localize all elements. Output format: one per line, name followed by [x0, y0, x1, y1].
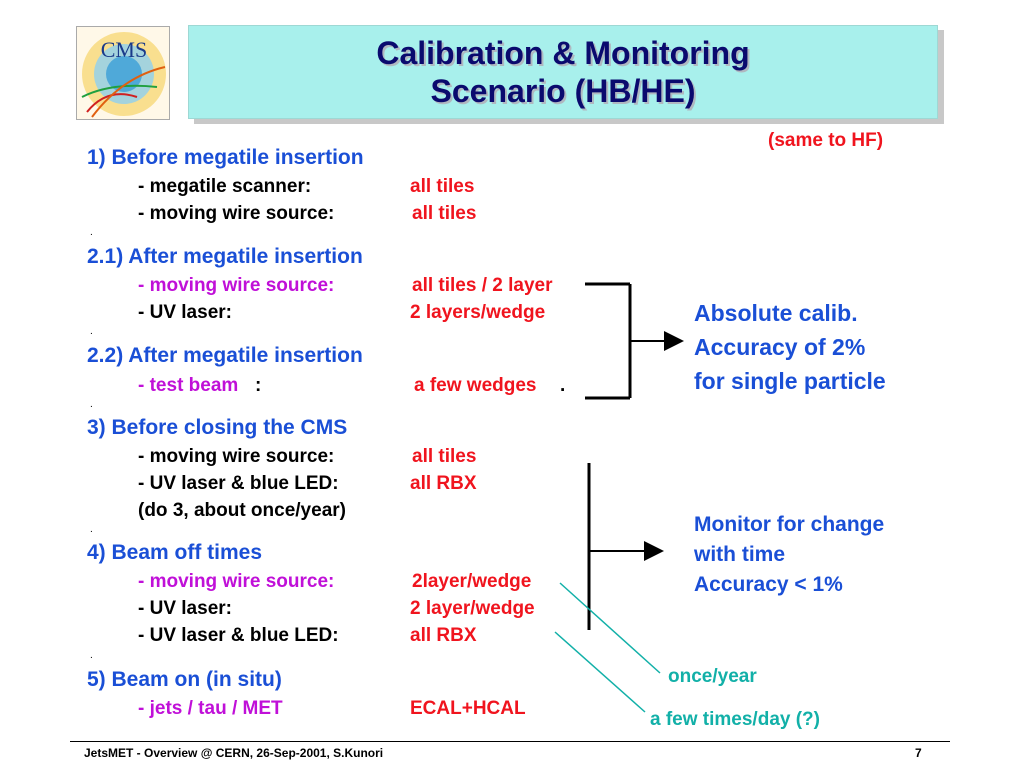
section-3-heading: 3) Before closing the CMS — [87, 416, 348, 439]
bracket-absolute-calib — [585, 282, 684, 400]
same-to-hf-note: (same to HF) — [768, 130, 884, 151]
absolute-calib-line-1: Absolute calib. — [694, 300, 858, 326]
separator-dot: . — [90, 326, 93, 337]
bracket-monitor — [587, 463, 664, 630]
s21-item-2-label: - UV laser: — [138, 302, 232, 323]
monitor-line-1: Monitor for change — [694, 513, 885, 536]
title-line-2: Scenario (HB/HE) — [430, 73, 696, 109]
s22-item-1-label: - test beam — [138, 375, 239, 396]
s3-item-1-label: - moving wire source: — [138, 446, 335, 467]
s1-item-2-value: all tiles — [412, 203, 477, 224]
separator-dot: . — [90, 399, 93, 410]
s4-item-1-value: 2layer/wedge — [412, 571, 532, 592]
absolute-calib-line-2: Accuracy of 2% — [694, 334, 866, 360]
title-line-1: Calibration & Monitoring — [376, 35, 750, 71]
s4-item-2-label: - UV laser: — [138, 598, 232, 619]
cms-logo-graphic: CMS — [77, 27, 169, 119]
absolute-calib-line-3: for single particle — [694, 368, 886, 394]
s3-item-2-value: all RBX — [410, 473, 477, 494]
s4-item-3-label: - UV laser & blue LED: — [138, 625, 339, 646]
footer-rule — [70, 741, 950, 742]
pointer-line-once-year — [559, 582, 661, 674]
separator-dot: . — [90, 650, 93, 661]
footer-text: JetsMET - Overview @ CERN, 26-Sep-2001, … — [84, 746, 384, 760]
s1-item-1-value: all tiles — [410, 176, 475, 197]
s3-item-2-label: - UV laser & blue LED: — [138, 473, 339, 494]
s21-item-1-label: - moving wire source: — [138, 275, 335, 296]
pointer-line-few-times-day — [554, 631, 646, 713]
s1-item-2-label: - moving wire source: — [138, 203, 335, 224]
s22-item-1-value: a few wedges — [414, 375, 537, 396]
s1-item-1-label: - megatile scanner: — [138, 176, 312, 197]
section-2-2-heading: 2.2) After megatile insertion — [87, 344, 363, 367]
separator-dot: . — [90, 524, 93, 535]
s5-item-1-label: - jets / tau / MET — [138, 698, 283, 719]
s21-item-2-value: 2 layers/wedge — [410, 302, 546, 323]
section-5-heading: 5) Beam on (in situ) — [87, 668, 282, 691]
separator-dot: . — [90, 227, 93, 238]
s3-item-1-value: all tiles — [412, 446, 477, 467]
monitor-line-2: with time — [694, 543, 786, 566]
s4-item-2-value: 2 layer/wedge — [410, 598, 535, 619]
s5-item-1-value: ECAL+HCAL — [410, 698, 526, 719]
title-box: Calibration & Monitoring Scenario (HB/HE… — [188, 25, 938, 119]
monitor-line-3: Accuracy < 1% — [694, 573, 843, 596]
section-2-1-heading: 2.1) After megatile insertion — [87, 245, 363, 268]
s4-item-3-value: all RBX — [410, 625, 477, 646]
s22-item-1-period: . — [560, 375, 566, 396]
logo-text: CMS — [101, 37, 147, 62]
section-1-heading: 1) Before megatile insertion — [87, 146, 364, 169]
s21-item-1-value: all tiles / 2 layer — [412, 275, 553, 296]
s22-item-1-colon: : — [255, 375, 262, 396]
section-4-heading: 4) Beam off times — [87, 541, 263, 564]
annotation-once-year: once/year — [668, 666, 757, 687]
cms-logo: CMS — [76, 26, 170, 120]
s3-item-3-label: (do 3, about once/year) — [138, 500, 346, 521]
s4-item-1-label: - moving wire source: — [138, 571, 335, 592]
annotation-few-times-day: a few times/day (?) — [650, 709, 820, 730]
page-number: 7 — [915, 746, 922, 760]
